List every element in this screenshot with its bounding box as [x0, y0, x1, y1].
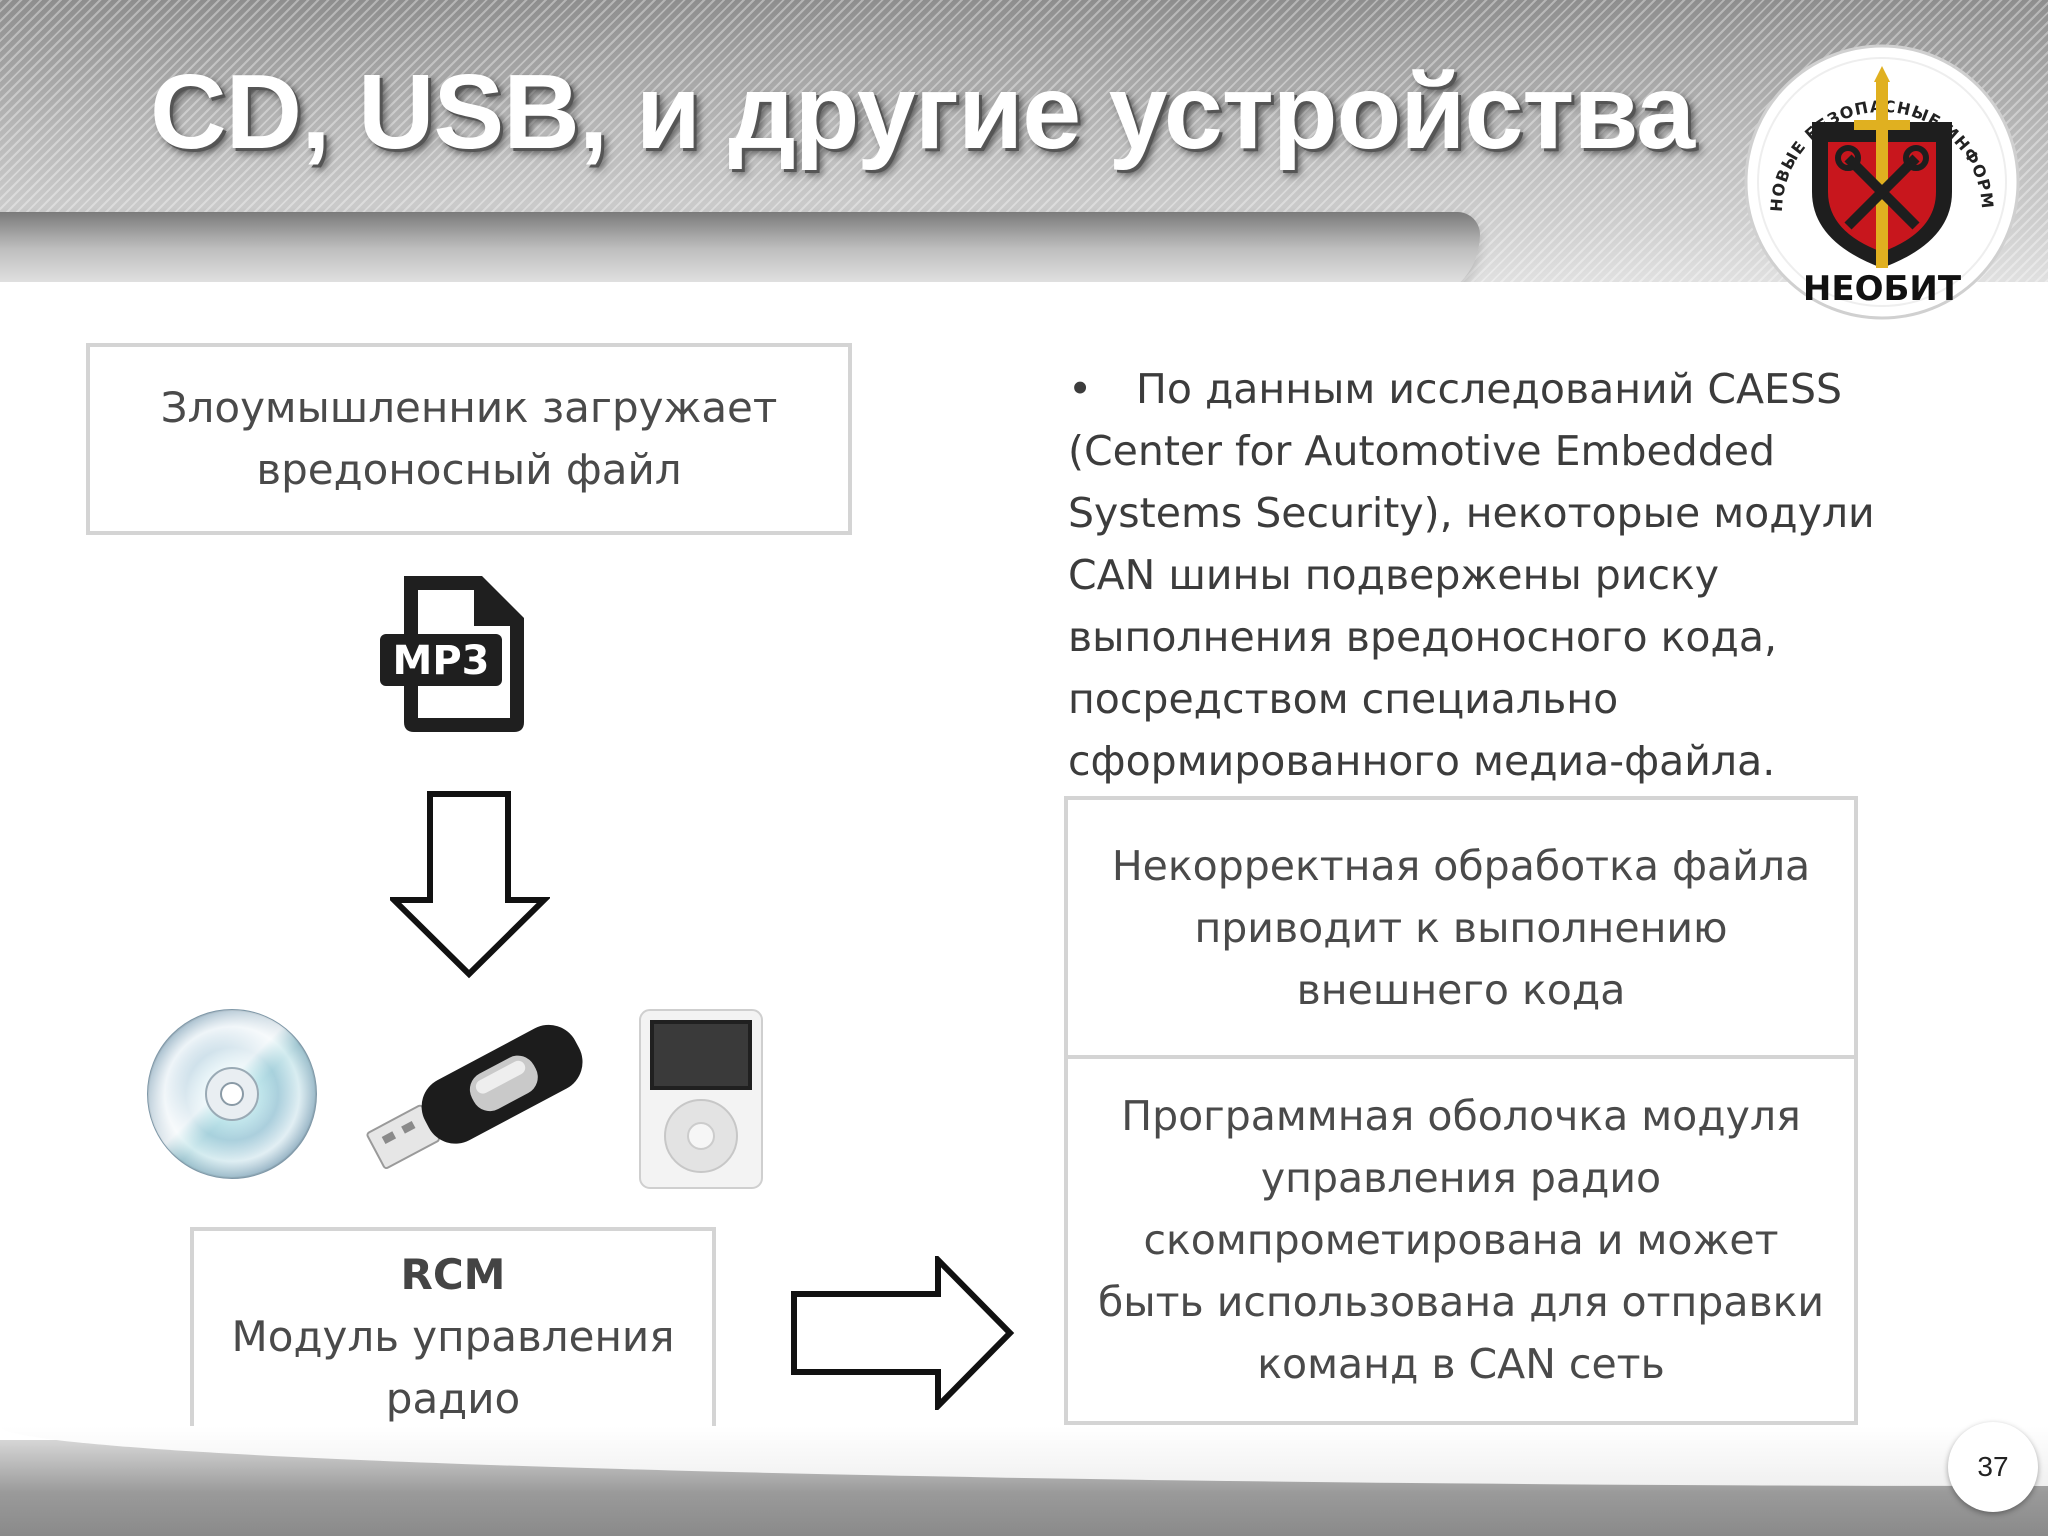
logo-brand-text: НЕОБИТ [1803, 269, 1962, 309]
bullet-line: выполнения вредоносного кода, [1068, 613, 1777, 661]
slide-title: CD, USB, и другие устройства [150, 53, 1695, 171]
ipod-icon [639, 1009, 763, 1189]
incorrect-processing-box: Некорректная обработка файла приводит к … [1064, 796, 1858, 1059]
box1-line: приводит к выполнению [1194, 903, 1728, 952]
box2-line: команд в CAN сеть [1257, 1340, 1665, 1388]
page-number-badge: 37 [1948, 1422, 2038, 1512]
bullet-line: посредством специально [1068, 675, 1619, 723]
rcm-box: RCM Модуль управления радио [190, 1227, 716, 1447]
bullet-line: (Center for Automotive Embedded [1068, 427, 1776, 475]
box2-line: скомпрометирована и может [1143, 1216, 1779, 1264]
rcm-title: RCM [400, 1250, 506, 1299]
attacker-box: Злоумышленник загружает вредоносный файл [86, 343, 852, 535]
box1-line: внешнего кода [1296, 965, 1626, 1014]
bullet-line: CAN шины подвержены риску [1068, 551, 1720, 599]
rcm-line: Модуль управления [231, 1312, 675, 1361]
bullet-dot: • [1068, 365, 1093, 413]
box2-line: быть использована для отправки [1097, 1278, 1825, 1326]
arrow-down-icon [390, 791, 550, 979]
caess-bullet: • По данным исследований CAESS (Center fo… [1068, 358, 1898, 792]
compromised-shell-box: Программная оболочка модуля управления р… [1064, 1055, 1858, 1425]
box1-line: Некорректная обработка файла [1111, 841, 1811, 890]
bullet-line: сформированного медиа-файла. [1068, 737, 1776, 785]
bullet-line: По данным исследований CAESS [1136, 365, 1843, 413]
box2-line: управления радио [1260, 1154, 1662, 1202]
attacker-line: Злоумышленник загружает [160, 383, 778, 432]
usb-drive-icon [366, 1024, 583, 1170]
mp3-label: MP3 [393, 638, 490, 684]
bullet-line-1: • По данным исследований CAESS [1068, 358, 1898, 420]
cd-icon [147, 1009, 317, 1179]
neobit-logo: НОВЫЕ БЕЗОПАСНЫЕ ИНФОРМАЦИОННЫЕ ТЕХНОЛОГ… [1742, 42, 2020, 320]
attacker-line: вредоносный файл [256, 445, 682, 494]
box2-line: Программная оболочка модуля [1121, 1092, 1801, 1140]
bullet-line: Systems Security), некоторые модули [1068, 489, 1875, 537]
rcm-line: радио [385, 1374, 521, 1423]
mp3-file-icon: MP3 [380, 576, 524, 732]
arrow-right-icon [791, 1256, 1015, 1410]
header-divider [0, 282, 2048, 322]
